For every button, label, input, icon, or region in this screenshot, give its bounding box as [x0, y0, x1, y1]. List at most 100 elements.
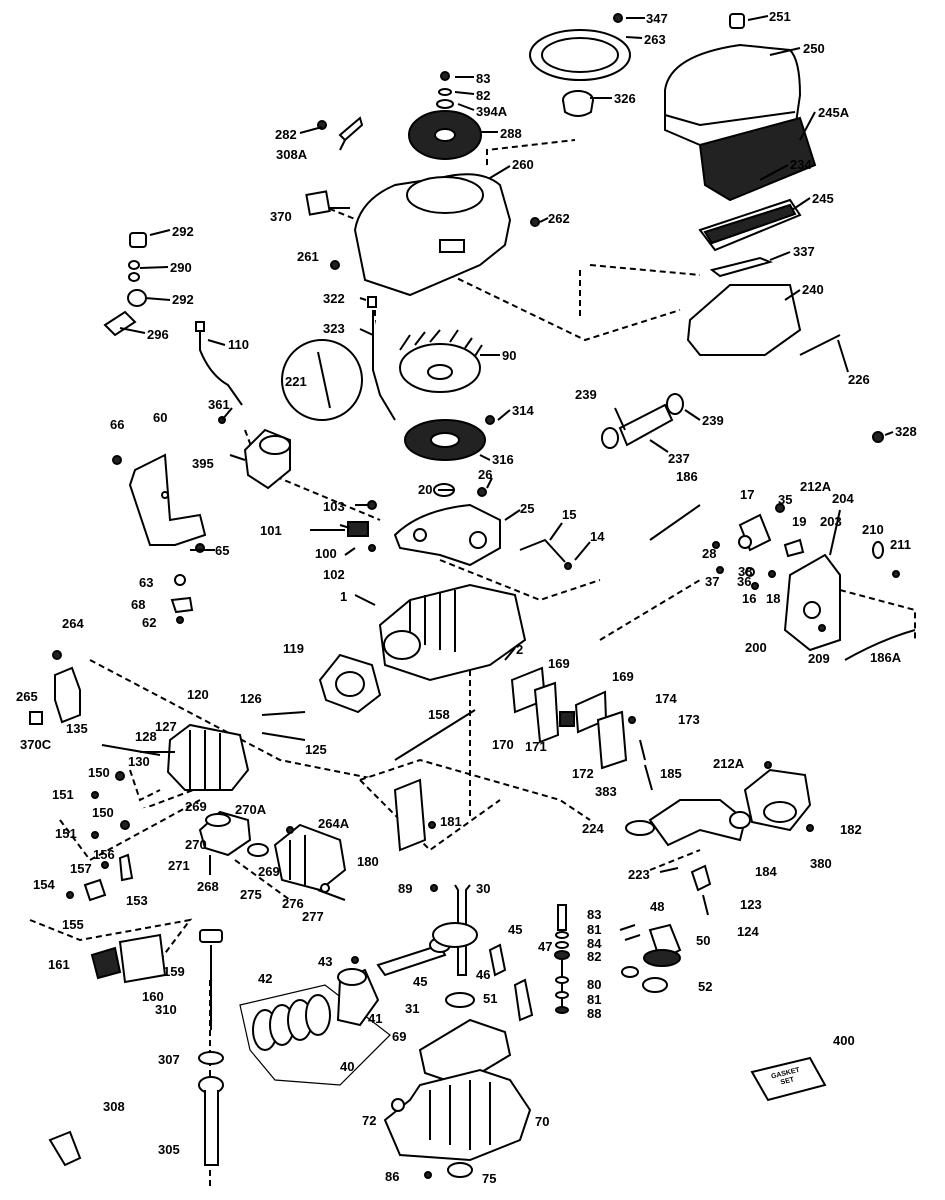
callout-label: 182 — [840, 822, 862, 837]
gasket-269b — [247, 843, 269, 857]
callout-label: 83 — [476, 71, 491, 86]
spring-19 — [783, 538, 805, 558]
callout-label: 292 — [172, 224, 194, 239]
callout-label: 120 — [187, 687, 209, 702]
callout-label: 75 — [482, 1171, 497, 1186]
elbow-185 — [648, 799, 747, 847]
washer-394A — [436, 99, 454, 109]
callout-label: 245A — [818, 105, 850, 120]
gasket-224 — [625, 820, 655, 836]
bracket-308A — [338, 116, 364, 142]
guide-line — [59, 799, 201, 862]
callout-label: 81 — [587, 922, 602, 937]
valve-part-81 — [555, 931, 569, 939]
callout-label: 128 — [135, 729, 157, 744]
callout-label: 212A — [800, 479, 832, 494]
part-161 — [90, 946, 122, 980]
washer-151b — [91, 831, 99, 839]
part-171 — [559, 711, 575, 727]
spring-290b — [128, 272, 140, 282]
rod-45 — [376, 943, 447, 977]
callout-label: 130 — [128, 754, 150, 769]
callout-label: 14 — [590, 529, 605, 544]
bolt-158 — [394, 709, 476, 761]
callout-label: 264A — [318, 816, 350, 831]
callout-label: 185 — [660, 766, 682, 781]
callout-label: 226 — [848, 372, 870, 387]
bolt-135 — [101, 744, 161, 756]
callout-label: 173 — [678, 712, 700, 727]
guide-line — [839, 589, 916, 640]
callout-label: 66 — [110, 417, 125, 432]
bracket-200-hole — [803, 601, 821, 619]
screw-26 — [477, 487, 487, 497]
callout-label: 84 — [587, 936, 602, 951]
callout-label: 51 — [483, 991, 498, 1006]
screw-264 — [52, 650, 62, 660]
hose-237 — [618, 403, 674, 447]
guide-line — [89, 659, 381, 781]
callout-label: 38 — [738, 564, 753, 579]
screw-66 — [112, 455, 122, 465]
callout-label: 181 — [440, 814, 462, 829]
part-328 — [872, 431, 884, 443]
part-212A — [764, 761, 772, 769]
part-276 — [320, 883, 330, 893]
callout-label: 288 — [500, 126, 522, 141]
starter-316-center — [430, 432, 460, 448]
guide-line — [439, 559, 601, 602]
callout-label: 171 — [525, 739, 547, 754]
air-cleaner-cover-rim — [664, 111, 796, 127]
sump-70 — [383, 1068, 532, 1162]
callout-label: 296 — [147, 327, 169, 342]
callout-label: 347 — [646, 11, 668, 26]
callout-label: 237 — [668, 451, 690, 466]
callout-label: 264 — [62, 616, 84, 631]
callout-label: 151 — [52, 787, 74, 802]
callout-label: 270A — [235, 802, 267, 817]
callout-label: 20 — [418, 482, 433, 497]
oring-307 — [198, 1051, 224, 1065]
callout-label: 269 — [185, 799, 207, 814]
callout-label: 135 — [66, 721, 88, 736]
callout-label: 17 — [740, 487, 755, 502]
valve-part-84 — [555, 941, 569, 949]
callout-label: 126 — [240, 691, 262, 706]
inset-221-rod — [317, 351, 331, 409]
callout-label: 150 — [92, 805, 114, 820]
callout-label: 269 — [258, 864, 280, 879]
wire-110 — [199, 330, 243, 406]
callout-label: 161 — [48, 957, 70, 972]
callout-label: 80 — [587, 977, 602, 992]
guide-line — [486, 139, 576, 165]
part-153 — [118, 853, 134, 882]
callout-label: 18 — [766, 591, 781, 606]
callout-label: 70 — [535, 1114, 550, 1129]
callout-label: 224 — [582, 821, 604, 836]
callout-label: 314 — [512, 403, 534, 418]
callout-label: 251 — [769, 9, 791, 24]
callout-label: 159 — [163, 964, 185, 979]
gasket-set-box — [750, 1056, 827, 1102]
callout-label: 82 — [587, 949, 602, 964]
knob-251 — [729, 13, 745, 29]
wire-204 — [829, 509, 841, 556]
callout-label: 110 — [228, 337, 249, 352]
part-296 — [103, 310, 137, 337]
callout-label: 209 — [808, 651, 830, 666]
callout-label: 25 — [520, 501, 535, 516]
callout-label: 323 — [323, 321, 345, 336]
screen-288-center — [434, 128, 456, 142]
blower-housing-opening — [406, 176, 484, 214]
callout-label: 68 — [131, 597, 146, 612]
valve-part-88 — [555, 1006, 569, 1014]
gasket-269 — [205, 813, 231, 827]
callout-label: 337 — [793, 244, 815, 259]
callout-label: 210 — [862, 522, 884, 537]
part-157 — [83, 878, 107, 902]
callout-label: 400 — [833, 1033, 855, 1048]
callout-label: 62 — [142, 615, 157, 630]
part-156 — [101, 861, 109, 869]
callout-label: 26 — [478, 467, 493, 482]
